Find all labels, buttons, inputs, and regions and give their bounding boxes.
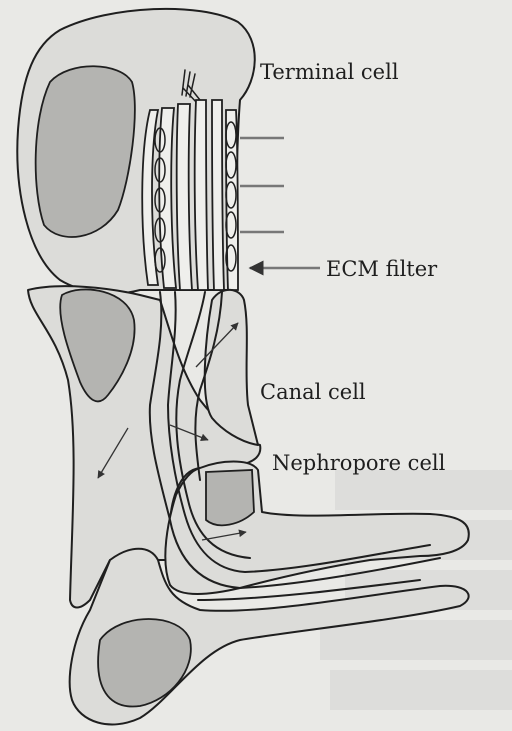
label-ecm-filter: ECM filter [326,257,438,281]
label-canal-cell: Canal cell [260,380,366,404]
label-nephropore-cell: Nephropore cell [272,451,446,475]
label-terminal-cell: Terminal cell [260,60,399,84]
leader-lines [240,138,320,268]
